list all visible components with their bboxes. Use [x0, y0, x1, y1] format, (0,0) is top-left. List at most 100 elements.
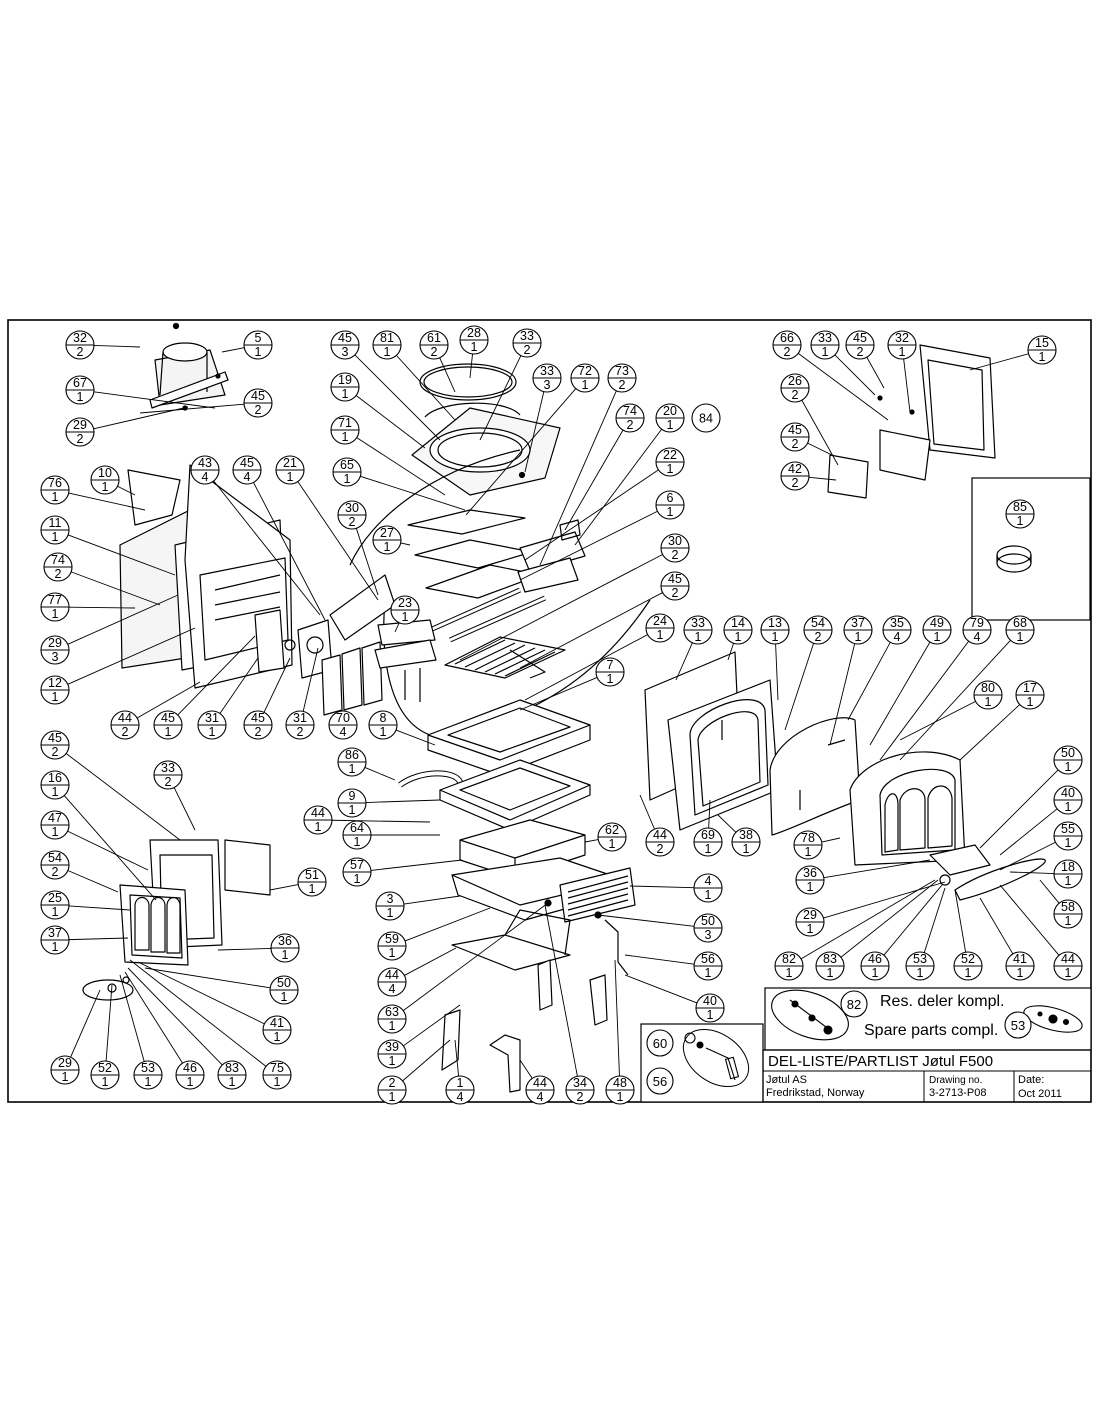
part-quantity: 1: [667, 462, 674, 476]
part-balloon: 811: [372, 330, 402, 360]
leader-line: [775, 643, 779, 701]
part-quantity: 1: [1065, 760, 1072, 774]
part-quantity: 1: [62, 1070, 69, 1084]
part-quantity: 3: [705, 928, 712, 942]
part-balloon: 621: [597, 822, 627, 852]
part-balloon: 131: [760, 615, 790, 645]
part-quantity: 1: [145, 1075, 152, 1089]
part-quantity: 2: [792, 437, 799, 451]
part-quantity: 1: [471, 340, 478, 354]
part-number: 39: [385, 1040, 399, 1054]
part-balloon: 441: [303, 805, 333, 835]
leader-line: [1009, 871, 1055, 874]
leader-line: [784, 643, 815, 731]
part-number: 65: [340, 458, 354, 472]
part-quantity: 1: [657, 628, 664, 642]
part-quantity: 1: [389, 1090, 396, 1104]
part-number: 86: [345, 748, 359, 762]
part-balloon: 444: [377, 967, 407, 997]
part-number: 55: [1061, 822, 1075, 836]
part-balloon: 381: [731, 827, 761, 857]
part-quantity: 1: [1065, 874, 1072, 888]
part-quantity: 1: [274, 1030, 281, 1044]
part-number: 32: [73, 331, 87, 345]
part-quantity: 2: [672, 586, 679, 600]
leader-line: [65, 753, 181, 841]
part-quantity: 1: [1017, 966, 1024, 980]
date-label: Date:: [1018, 1074, 1044, 1086]
leader-line: [969, 353, 1029, 371]
leader-line: [402, 1039, 451, 1082]
part-quantity: 2: [122, 725, 129, 739]
part-balloon: 491: [922, 615, 952, 645]
part-quantity: 1: [1065, 800, 1072, 814]
part-quantity: 2: [77, 432, 84, 446]
part-quantity: 1: [705, 966, 712, 980]
part-balloon: 31: [375, 891, 405, 921]
part-number: 76: [48, 476, 62, 490]
part-quantity: 1: [985, 695, 992, 709]
leader-line: [297, 481, 379, 601]
leader-line: [807, 442, 833, 456]
part-balloon: 531: [905, 951, 935, 981]
part-quantity: 2: [255, 725, 262, 739]
part-number: 1: [457, 1076, 464, 1090]
leader-line: [454, 1039, 460, 1077]
part-balloon: 444: [525, 1075, 555, 1105]
leader-line: [400, 542, 411, 546]
part-number: 57: [350, 858, 364, 872]
part-quantity: 4: [389, 982, 396, 996]
part-number: 3: [387, 892, 394, 906]
part-balloon: 293: [40, 635, 70, 665]
part-balloon: 281: [459, 325, 489, 355]
part-number: 80: [981, 681, 995, 695]
part-quantity: 1: [609, 837, 616, 851]
part-quantity: 1: [805, 845, 812, 859]
leader-line: [404, 907, 491, 942]
part-number: 53: [913, 952, 927, 966]
part-number: 12: [48, 676, 62, 690]
part-balloon: 302: [337, 500, 367, 530]
inset-balloon-56: [646, 1067, 674, 1095]
leader-line: [68, 905, 131, 911]
part-balloon: 401: [1053, 785, 1083, 815]
part-number: 24: [653, 614, 667, 628]
part-balloon: 821: [774, 951, 804, 981]
leader-line: [93, 345, 141, 348]
part-number: 63: [385, 1005, 399, 1019]
part-balloon: 371: [40, 925, 70, 955]
part-balloon: 481: [605, 1075, 635, 1105]
part-balloon: 191: [330, 372, 360, 402]
part-balloon: 662: [772, 330, 802, 360]
part-balloon: 771: [40, 592, 70, 622]
leader-line: [403, 1004, 461, 1047]
part-balloon: 691: [693, 827, 723, 857]
leader-line: [253, 482, 326, 621]
leader-line: [624, 954, 695, 965]
part-balloon: 251: [40, 890, 70, 920]
part-number: 35: [890, 616, 904, 630]
part-balloon: 651: [332, 457, 362, 487]
leader-line: [370, 859, 463, 871]
part-quantity: 2: [77, 345, 84, 359]
part-quantity: 1: [667, 418, 674, 432]
part-quantity: 1: [389, 1019, 396, 1033]
part-number: 4: [705, 874, 712, 888]
leader-line: [869, 641, 931, 746]
part-quantity: 2: [349, 515, 356, 529]
part-number: 9: [349, 789, 356, 803]
part-number: 52: [98, 1061, 112, 1075]
part-balloon: 361: [795, 865, 825, 895]
part-number: 45: [251, 711, 265, 725]
date-value: Oct 2011: [1018, 1088, 1062, 1100]
part-balloon: 302: [660, 533, 690, 563]
part-number: 69: [701, 828, 715, 842]
leader-line: [469, 353, 473, 379]
part-number: 33: [520, 329, 534, 343]
part-number: 30: [668, 534, 682, 548]
part-number: 16: [48, 771, 62, 785]
part-number: 82: [782, 952, 796, 966]
leader-line: [93, 391, 216, 409]
part-number: 45: [338, 331, 352, 345]
part-balloon: 861: [337, 747, 367, 777]
